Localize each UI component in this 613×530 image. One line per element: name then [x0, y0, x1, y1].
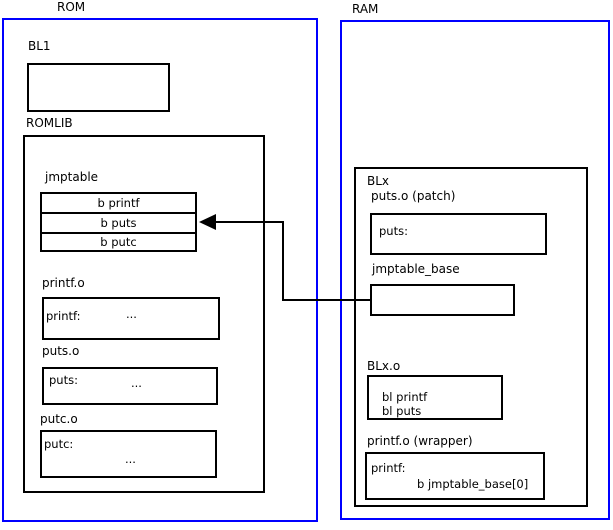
ram-frame	[340, 20, 610, 520]
printf-wrapper-box: printf: b jmptable_base[0]	[365, 452, 545, 500]
rom-title: ROM	[57, 0, 86, 14]
connector-segment-upper	[212, 221, 284, 223]
romlib-box	[23, 135, 265, 493]
arrowhead-left-icon	[199, 214, 216, 230]
puts-patch-entry: puts:	[379, 224, 408, 238]
putc-entry: putc:	[44, 437, 74, 451]
putc-o-label: putc.o	[40, 412, 78, 426]
printf-entry: printf:	[46, 309, 81, 323]
puts-o-box: puts: ...	[42, 367, 218, 405]
printf-dots: ...	[126, 307, 137, 321]
jmptable-base-label: jmptable_base	[372, 262, 460, 276]
blx-o-label: BLx.o	[367, 359, 401, 373]
puts-patch-box: puts:	[370, 213, 547, 255]
blx-label: BLx	[367, 174, 390, 188]
putc-dots: ...	[125, 452, 136, 466]
putc-o-box: putc: ...	[40, 430, 217, 478]
puts-entry: puts:	[49, 373, 78, 387]
printf-wrapper-label: printf.o (wrapper)	[367, 434, 473, 448]
printf-wrapper-entry: printf:	[371, 461, 406, 475]
jmptable-label: jmptable	[45, 170, 99, 184]
printf-o-label: printf.o	[42, 276, 85, 290]
jmptable-row: b puts	[40, 212, 197, 234]
connector-segment-vertical	[282, 221, 284, 301]
bl1-box	[27, 63, 170, 112]
ram-title: RAM	[352, 2, 379, 16]
puts-dots: ...	[131, 376, 142, 390]
blx-o-line2: bl puts	[382, 404, 422, 418]
rom-frame	[2, 18, 318, 522]
puts-o-label: puts.o	[42, 344, 80, 358]
connector-segment-lower	[282, 299, 372, 301]
bl1-label: BL1	[28, 39, 51, 53]
jmptable-base-box	[370, 284, 515, 316]
jmptable-row: b putc	[40, 232, 197, 252]
romlib-label: ROMLIB	[26, 116, 73, 130]
blx-box	[354, 167, 588, 507]
blx-o-box: bl printf bl puts	[367, 375, 503, 420]
puts-patch-label: puts.o (patch)	[371, 189, 456, 203]
jmptable-row: b printf	[40, 192, 197, 214]
blx-o-line1: bl printf	[382, 390, 428, 404]
printf-o-box: printf: ...	[42, 297, 220, 340]
printf-wrapper-code: b jmptable_base[0]	[417, 477, 529, 491]
